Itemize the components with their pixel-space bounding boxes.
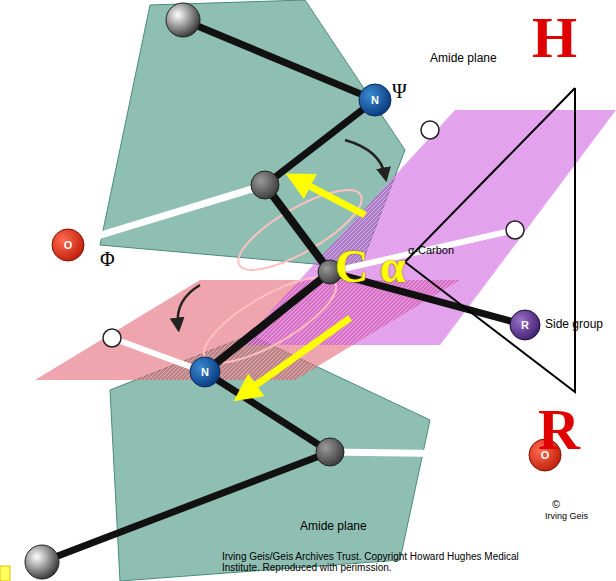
credit-note: Irving Geis/Geis Archives Trust. Copyrig…	[222, 551, 522, 573]
artist-signature: Irving Geis	[545, 512, 588, 522]
atom-letter: O	[64, 239, 73, 251]
angle-symbol: Ψ	[392, 80, 407, 102]
plane-label: Amide plane	[430, 52, 497, 65]
copyright-mark: ©	[552, 498, 560, 510]
atom-letter: R	[521, 319, 529, 331]
plane-label: Amide plane	[300, 520, 367, 533]
atom-letter: O	[541, 449, 550, 461]
atom-letter: N	[201, 366, 209, 378]
group-label: Side group	[545, 318, 603, 331]
angle-symbol: Φ	[100, 248, 115, 270]
atom-name: α-Carbon	[408, 244, 454, 256]
c-alpha-label: C α	[335, 242, 405, 293]
atom-letter: N	[371, 94, 379, 106]
corner-letter: H	[532, 6, 577, 70]
